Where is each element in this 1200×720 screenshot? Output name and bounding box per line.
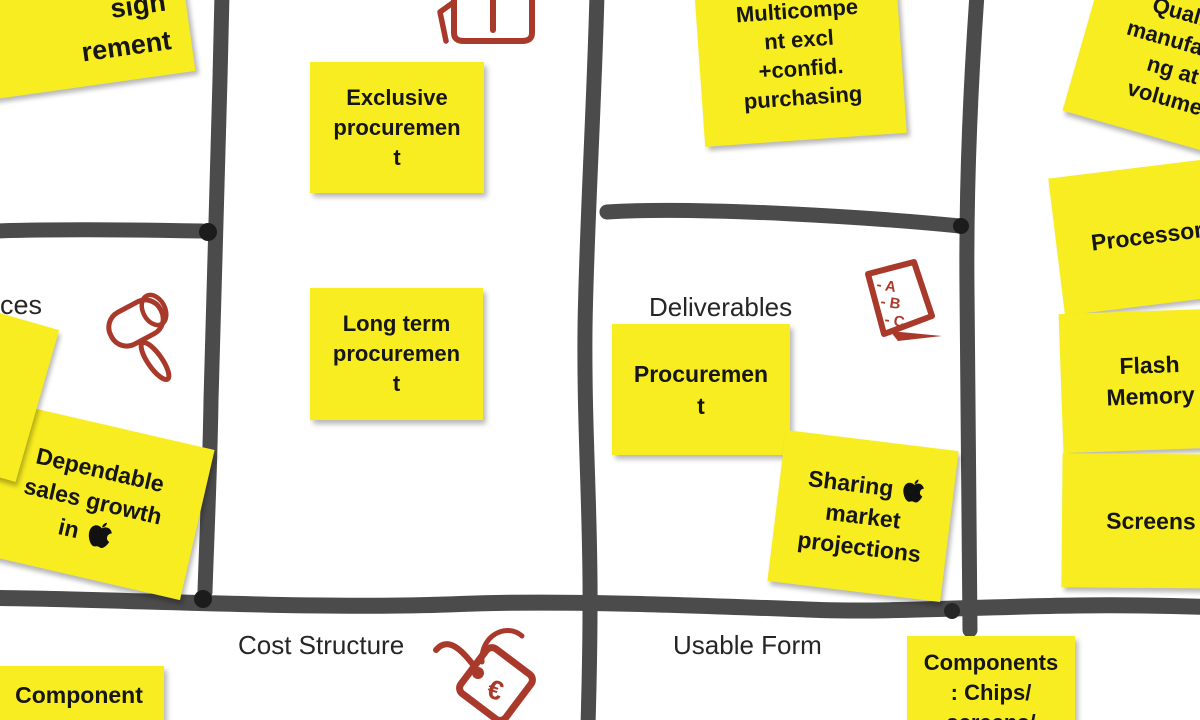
sticky-note-sharing-market-projections[interactable]: Sharing market projections	[767, 429, 959, 603]
note-text-line: Component	[15, 682, 143, 708]
note-text-line: Processor	[1089, 215, 1200, 256]
line-junction-dot	[199, 223, 217, 241]
right-vertical-line	[959, 0, 985, 638]
line-junction-dot	[944, 603, 960, 619]
note-text-line: Components	[923, 650, 1059, 675]
open-book-icon	[437, 0, 535, 44]
grade-b-text: - B	[879, 293, 902, 313]
note-text-line: Screens	[1106, 507, 1196, 534]
sticky-note-screens[interactable]: Screens	[1061, 453, 1200, 589]
note-text-line: procuremen	[332, 341, 461, 366]
sticky-note-long-term-procurement[interactable]: Long term procuremen t	[310, 288, 483, 420]
note-text-line: screens/	[907, 708, 1075, 720]
note-text-line: t	[393, 144, 401, 170]
euro-price-tag-icon: €	[433, 628, 536, 720]
grade-c-text: - C	[883, 311, 906, 331]
note-text-line: t	[392, 371, 401, 396]
note-text-line: in	[0, 493, 194, 572]
note-text-line: Procuremen	[633, 360, 769, 387]
sticky-note-dependable-sales-growth[interactable]: Dependable sales growth in	[0, 401, 215, 601]
note-text-line: Exclusive	[346, 84, 448, 110]
label-deliverables: Deliverables	[649, 292, 793, 322]
left-horizontal-line	[0, 222, 210, 239]
grade-a-text: - A	[875, 276, 897, 296]
euro-symbol: €	[484, 674, 508, 707]
label-cost-structure: Cost Structure	[238, 630, 405, 660]
bottom-horizontal-line	[0, 590, 1200, 619]
sticky-note-components-chips-screens[interactable]: Components : Chips/ screens/	[907, 636, 1075, 720]
sticky-note-component[interactable]: Component	[0, 666, 164, 720]
sticky-note-flash-memory[interactable]: Flash Memory	[1058, 307, 1200, 454]
left-vertical-line	[197, 0, 230, 600]
label-usable-form: Usable Form	[673, 630, 822, 660]
note-text: in	[55, 513, 82, 544]
note-text-line: procuremen	[333, 114, 461, 140]
note-text-line: Flash	[1118, 350, 1180, 379]
sticky-note-processor[interactable]: Processor	[1048, 156, 1200, 316]
center-vertical-line	[577, 0, 605, 720]
line-junction-dot	[953, 218, 969, 234]
apple-logo-icon	[88, 522, 116, 548]
line-junction-dot	[194, 590, 212, 608]
note-text-line: Sharing	[779, 459, 955, 511]
sticky-note-exclusive-procurement[interactable]: Exclusive procuremen t	[310, 62, 484, 193]
apple-logo-icon	[903, 478, 927, 503]
note-text-line: t	[697, 392, 705, 419]
sticky-note-procurement[interactable]: Procuremen t	[612, 324, 790, 455]
note-text-line: Memory	[1105, 380, 1196, 411]
sticky-note-multicomponent-purchasing[interactable]: Multicompe nt excl +confid. purchasing	[693, 0, 907, 147]
note-text-line: : Chips/	[950, 680, 1032, 705]
note-text-line: Long term	[342, 311, 451, 336]
right-horizontal-line	[599, 202, 968, 234]
graded-document-icon: - A - B - C	[865, 259, 942, 341]
gavel-icon	[106, 292, 172, 382]
